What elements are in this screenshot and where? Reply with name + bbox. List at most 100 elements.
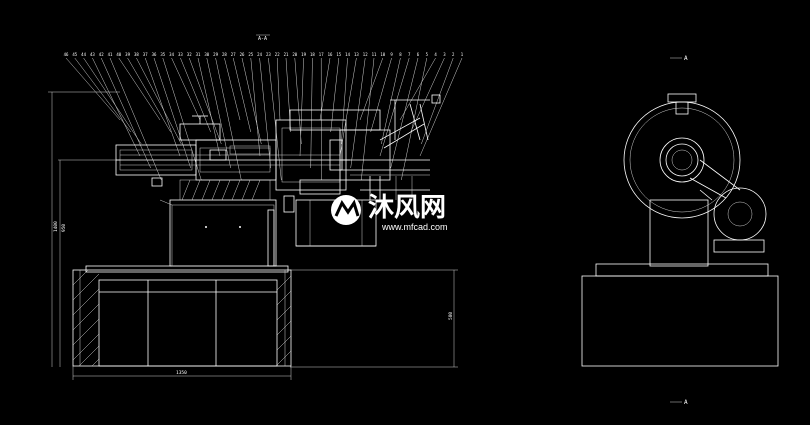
leader-line — [299, 57, 304, 157]
side-pedestal — [649, 199, 709, 267]
brand-logo-icon — [334, 199, 360, 217]
leader-line — [339, 57, 357, 157]
balloon-label: 36 — [152, 52, 157, 57]
leader-line — [118, 57, 161, 121]
watermark-brand: 沐风网 — [368, 193, 446, 223]
balloon-label: 10 — [380, 52, 385, 57]
leader-line — [341, 57, 348, 145]
leader-line — [162, 57, 202, 181]
dim-text-base-height: 580 — [448, 312, 454, 320]
dim-text-base-width: 1350 — [176, 370, 187, 376]
leader-line — [153, 57, 191, 169]
foundation-base — [72, 265, 292, 367]
leader-line — [206, 57, 231, 169]
balloon-label: 18 — [310, 52, 315, 57]
drive-motor — [689, 159, 767, 253]
balloon-label: 35 — [160, 52, 165, 57]
leader-line — [319, 57, 331, 121]
leader-line — [330, 57, 340, 133]
leader-line — [390, 57, 419, 169]
leader-line — [144, 57, 181, 157]
balloon-label: 44 — [81, 52, 86, 57]
drum-housing — [623, 93, 741, 219]
balloon-label: 25 — [248, 52, 253, 57]
side-base-block — [581, 275, 779, 367]
balloon-label: 43 — [90, 52, 95, 57]
leader-line — [350, 57, 366, 169]
balloon-label: 21 — [284, 52, 289, 57]
leader-line — [419, 57, 463, 157]
balloon-label: 5 — [426, 52, 429, 57]
balloon-label: 8 — [399, 52, 402, 57]
section-marker-bottom: A — [684, 399, 688, 406]
leader-line — [188, 57, 222, 145]
balloon-label: 17 — [319, 52, 324, 57]
watermark-domain: www.mfcad.com — [381, 222, 448, 232]
balloon-label: 41 — [108, 52, 113, 57]
section-label: A-A — [258, 36, 267, 42]
balloon-label: 26 — [240, 52, 245, 57]
balloon-label: 1 — [461, 52, 464, 57]
leader-line — [381, 57, 401, 145]
balloon-label: 9 — [390, 52, 393, 57]
leader-line — [268, 57, 282, 181]
leader-line — [109, 57, 162, 181]
balloon-label: 46 — [64, 52, 69, 57]
leader-line — [259, 57, 271, 169]
watermark: 沐风网 www.mfcad.com — [331, 193, 448, 232]
balloon-label: 13 — [354, 52, 359, 57]
balloon-label: 16 — [328, 52, 333, 57]
balloon-label: 22 — [275, 52, 280, 57]
balloon-label: 37 — [143, 52, 148, 57]
leader-line — [92, 57, 141, 157]
balloon-label: 27 — [231, 52, 236, 57]
balloon-label: 24 — [257, 52, 262, 57]
leader-line — [361, 57, 375, 181]
section-marker-top: A — [684, 55, 688, 62]
leader-line — [127, 57, 171, 133]
leader-line — [250, 57, 261, 157]
leader-line — [310, 57, 313, 169]
balloon-label: 28 — [222, 52, 227, 57]
balloon-label: 11 — [372, 52, 377, 57]
balloon-label: 38 — [134, 52, 139, 57]
leader-line — [180, 57, 211, 133]
balloon-label: 29 — [213, 52, 218, 57]
balloon-label: 12 — [363, 52, 368, 57]
balloon-label: 33 — [178, 52, 183, 57]
balloon-label: 32 — [187, 52, 192, 57]
balloon-label: 2 — [452, 52, 455, 57]
balloon-label: 4 — [434, 52, 437, 57]
leader-line — [100, 57, 151, 169]
dim-text-overall-height: 1400 — [53, 221, 59, 232]
leader-line — [232, 57, 251, 133]
leader-line — [197, 57, 221, 157]
leader-line — [294, 57, 302, 145]
balloon-label: 30 — [204, 52, 209, 57]
balloon-label: 15 — [336, 52, 341, 57]
leader-line — [171, 57, 201, 121]
balloon-label: 34 — [169, 52, 174, 57]
balloon-label: 40 — [116, 52, 121, 57]
balloon-label: 14 — [345, 52, 350, 57]
leader-line — [399, 57, 436, 121]
balloon-label: 20 — [292, 52, 297, 57]
balloon-label: 31 — [196, 52, 201, 57]
side-view: A A — [581, 55, 779, 406]
balloon-label: 7 — [408, 52, 411, 57]
side-base-slab — [595, 263, 769, 277]
leader-line — [224, 57, 241, 121]
leader-line — [136, 57, 182, 145]
leader-line — [65, 57, 121, 121]
leader-line — [370, 57, 392, 133]
balloon-label: 45 — [72, 52, 77, 57]
leader-line — [421, 57, 454, 145]
leader-line — [83, 57, 142, 145]
balloon-label: 39 — [125, 52, 130, 57]
balloon-label: 3 — [443, 52, 446, 57]
balloon-label: 23 — [266, 52, 271, 57]
